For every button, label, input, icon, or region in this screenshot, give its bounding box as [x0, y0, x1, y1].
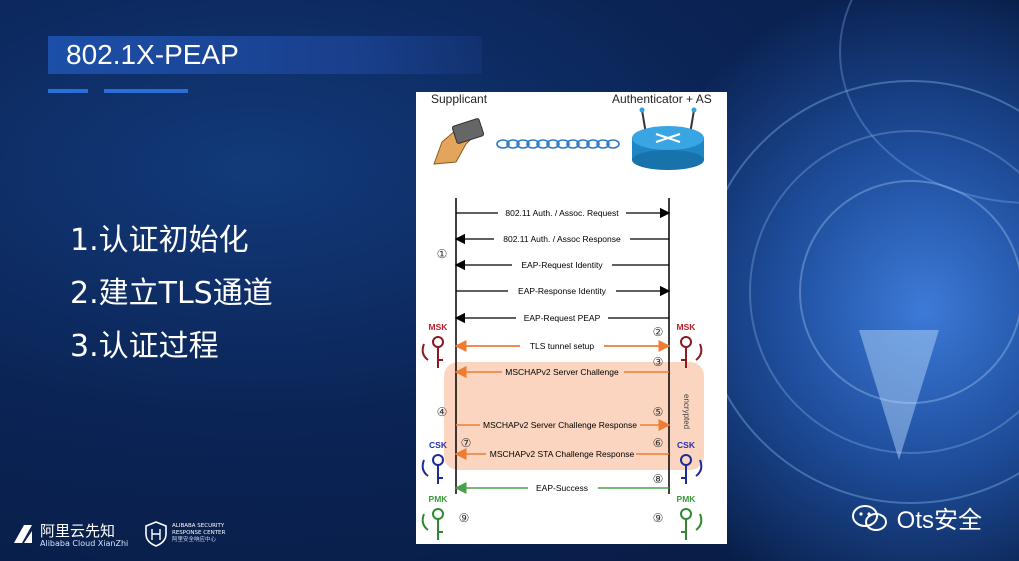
brand-en: Alibaba Cloud XianZhi	[40, 539, 129, 548]
msk-label-left: MSK	[429, 322, 449, 332]
wechat-icon	[852, 504, 887, 531]
pmk-label-right: PMK	[677, 494, 697, 504]
step-marker: ⑨	[459, 511, 470, 525]
step-marker: ⑤	[653, 405, 664, 419]
title-underline-long	[104, 89, 188, 93]
msg-eap-success: EAP-Success	[536, 483, 588, 493]
wechat-name: Ots安全	[896, 507, 983, 534]
msg-server-challenge-response: MSCHAPv2 Server Challenge Response	[483, 420, 637, 430]
key-icon	[421, 508, 444, 540]
step-marker: ⑧	[653, 472, 664, 486]
wechat-account: Ots安全	[850, 500, 982, 535]
csk-label-right: CSK	[677, 440, 696, 450]
msg-assoc-request: 802.11 Auth. / Assoc. Request	[505, 208, 619, 218]
page-title: 802.1X-PEAP	[66, 39, 239, 70]
step-list: 1.认证初始化 2.建立TLS通道 3.认证过程	[70, 214, 273, 373]
security-center-label: ALIBABA SECURITY RESPONSE CENTER 阿里安全响应中…	[172, 523, 225, 544]
msg-server-challenge: MSCHAPv2 Server Challenge	[505, 367, 619, 377]
step-marker: ⑨	[653, 511, 664, 525]
step-marker: ①	[437, 247, 448, 261]
key-icon	[421, 454, 444, 484]
step-item-3: 3.认证过程	[70, 329, 219, 364]
step-item-1: 1.认证初始化	[70, 223, 249, 258]
csk-label-left: CSK	[429, 440, 448, 450]
router-icon	[632, 107, 704, 170]
key-icon	[680, 336, 703, 368]
key-icon	[421, 336, 444, 368]
step-marker: ④	[437, 405, 448, 419]
shield-icon	[145, 521, 167, 547]
step-marker: ⑥	[653, 436, 664, 450]
wireless-link-icon	[496, 139, 620, 149]
key-icon	[680, 508, 703, 540]
title-bar	[48, 36, 482, 74]
msg-sta-challenge-response: MSCHAPv2 STA Challenge Response	[490, 449, 635, 459]
encrypted-label: encrypted	[682, 394, 691, 429]
tls-tunnel-area	[444, 362, 704, 470]
msg-response-identity: EAP-Response Identity	[518, 286, 607, 296]
security-line-1: ALIBABA SECURITY	[172, 523, 225, 529]
peap-sequence-diagram: Supplicant Authenticator + AS	[416, 92, 727, 544]
pmk-label-left: PMK	[429, 494, 449, 504]
xianzhi-logo-icon	[14, 525, 32, 543]
supplicant-label: Supplicant	[431, 92, 488, 106]
step-item-2: 2.建立TLS通道	[70, 276, 273, 311]
msg-request-identity: EAP-Request Identity	[521, 260, 603, 270]
title-underline-short	[48, 89, 88, 93]
msk-label-right: MSK	[677, 322, 697, 332]
security-line-2: RESPONSE CENTER	[172, 530, 226, 536]
step-marker: ③	[653, 355, 664, 369]
step-marker: ②	[653, 325, 664, 339]
key-icon	[680, 454, 703, 484]
brand-cn: 阿里云先知	[40, 522, 116, 540]
step-marker: ⑦	[461, 436, 472, 450]
security-cn: 阿里安全响应中心	[172, 537, 217, 543]
msg-tls-tunnel: TLS tunnel setup	[530, 341, 595, 351]
phone-icon	[433, 118, 485, 165]
msg-request-peap: EAP-Request PEAP	[524, 313, 601, 323]
msg-assoc-response: 802.11 Auth. / Assoc Response	[503, 234, 621, 244]
authenticator-label: Authenticator + AS	[612, 92, 712, 106]
